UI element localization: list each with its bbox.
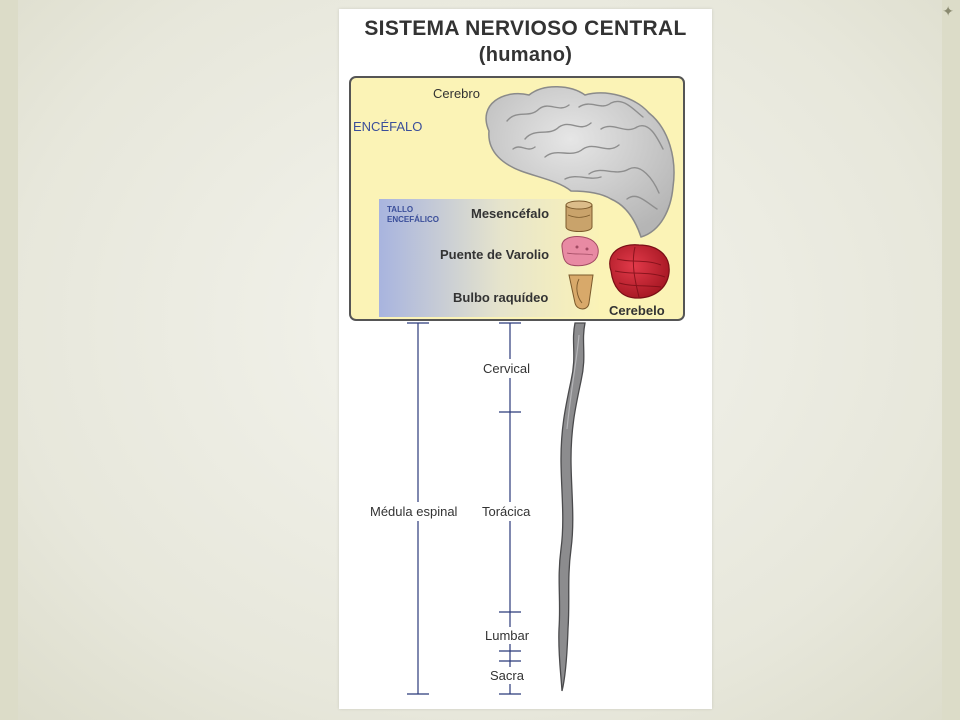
medula-espinal-label: Médula espinal: [370, 502, 458, 521]
toracica-label: Torácica: [482, 502, 531, 521]
right-border-stripe: [942, 0, 960, 720]
cerebro-label: Cerebro: [433, 86, 480, 101]
star-icon: ✦: [942, 3, 954, 19]
sacra-label: Sacra: [490, 667, 524, 684]
diagram-panel: SISTEMA NERVIOSO CENTRAL (humano) ENCÉFA…: [339, 9, 712, 709]
bulbo-label: Bulbo raquídeo: [453, 290, 549, 305]
encefalo-label: ENCÉFALO: [353, 119, 423, 134]
diagram-title: SISTEMA NERVIOSO CENTRAL: [364, 17, 687, 40]
bulbo-shape: [568, 274, 594, 310]
diagram-artwork: [349, 76, 685, 695]
cerebelo-shape: [609, 244, 670, 299]
tallo-encefalico-label: TALLO ENCEFÁLICO: [387, 205, 439, 225]
spinal-cord-shape: [558, 322, 586, 692]
mesencefalo-label: Mesencéfalo: [471, 206, 550, 221]
left-border-stripe: [0, 0, 18, 720]
cerebelo-label: Cerebelo: [609, 303, 665, 318]
cervical-label: Cervical: [483, 359, 530, 378]
puente-shape: [561, 236, 599, 267]
lumbar-label: Lumbar: [485, 627, 530, 644]
puente-label: Puente de Varolio: [440, 247, 550, 262]
mesencefalo-shape: [565, 200, 593, 232]
tallo-label-line1: TALLO: [387, 205, 414, 214]
tallo-label-line2: ENCEFÁLICO: [387, 215, 439, 224]
diagram-subtitle: (humano): [478, 44, 573, 66]
brain-shape: [485, 86, 675, 238]
